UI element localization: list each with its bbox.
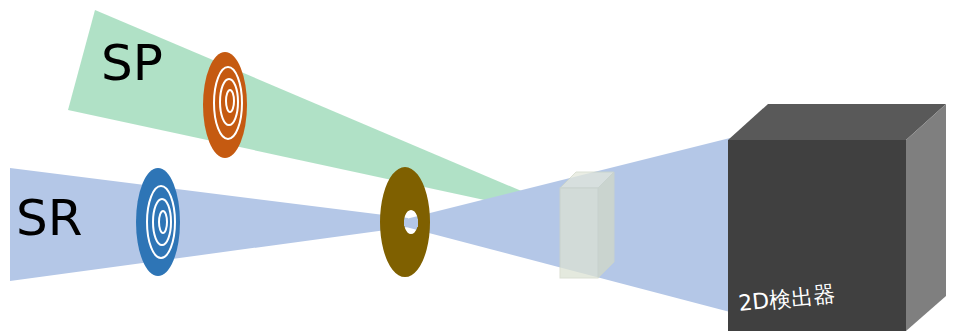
aperture-ring [380,167,430,277]
aperture [380,167,430,277]
sr-zone-plate [136,168,180,276]
zone-ring [226,90,234,112]
beam-through-pinhole [404,219,418,227]
beam-label: SR [16,193,82,243]
detector-side [906,104,946,331]
sample-side [598,172,614,278]
scattered-cone [406,138,730,312]
beam-label: SP [101,38,163,88]
sample [560,172,614,278]
zone-ring [153,199,171,245]
zone-ring [214,67,242,139]
zone-ring [147,186,175,258]
sample-front [560,188,598,278]
zone-plate-disk [136,168,180,276]
zone-plate-disk [203,52,247,158]
sr-beam [10,168,408,281]
zone-ring [159,211,167,233]
sp-zone-plate [203,52,247,158]
detector-cube [728,104,946,331]
zone-ring [220,79,238,125]
detector-box: 2D検出器 [728,140,906,331]
detector-label: 2D検出器 [737,279,837,319]
